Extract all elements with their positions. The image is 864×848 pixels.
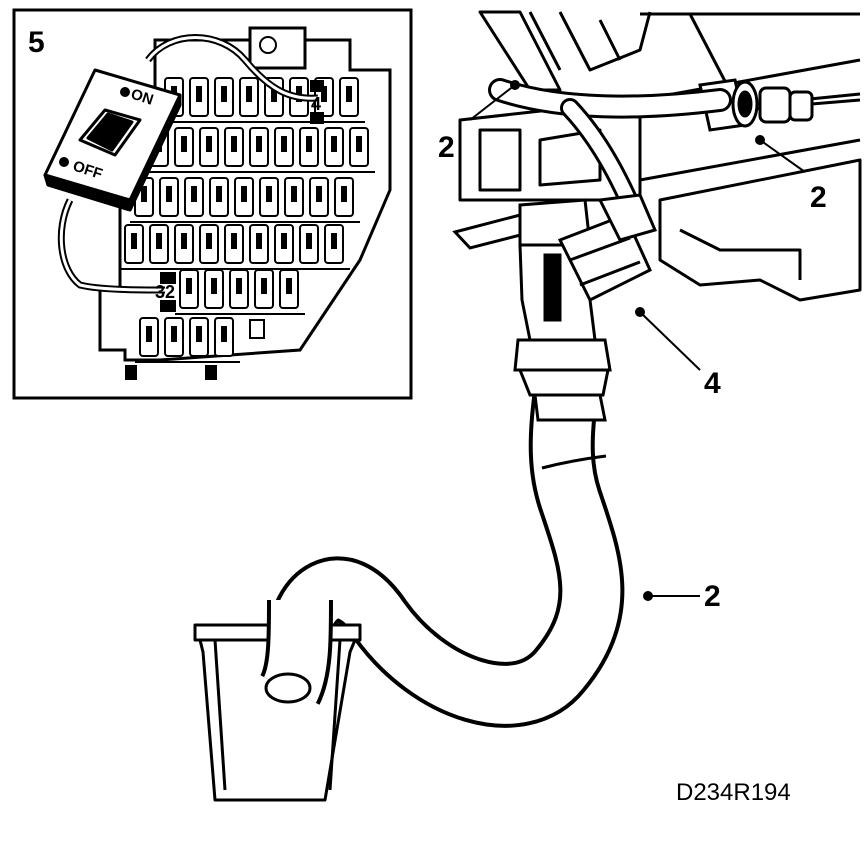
- fuse-blade: [211, 278, 217, 294]
- fuse-blade: [281, 136, 287, 152]
- fuse-blade: [186, 278, 192, 294]
- fuse-blade: [181, 136, 187, 152]
- fuse-blade: [341, 186, 347, 202]
- fuse-blade: [206, 233, 212, 249]
- callout-connector: 4: [704, 367, 721, 400]
- fuse-blade: [206, 136, 212, 152]
- fuse-blade: [181, 233, 187, 249]
- fuse-blade: [346, 86, 352, 102]
- fuse-blade: [306, 136, 312, 152]
- electrical-connector: [557, 193, 658, 303]
- fuse-blade: [166, 186, 172, 202]
- fuse-blade: [191, 186, 197, 202]
- drawing-code: D234R194: [676, 779, 791, 806]
- fuse-blade: [286, 278, 292, 294]
- fuse-blade: [316, 186, 322, 202]
- fuse-blade: [216, 186, 222, 202]
- callout-hose-upper-left: 2: [438, 131, 455, 164]
- fuse-blade: [156, 233, 162, 249]
- fuse-blade: [331, 136, 337, 152]
- callout-hose-lower: 2: [704, 580, 721, 613]
- fuse-blade: [196, 326, 202, 342]
- fuse-label-4: 4: [311, 94, 321, 114]
- fuse-blade: [271, 86, 277, 102]
- fuse-blade: [221, 86, 227, 102]
- fuse-blade: [331, 233, 337, 249]
- switch-on-label: ON: [129, 86, 156, 109]
- rocker-switch: [43, 68, 182, 212]
- fuse-blade: [281, 233, 287, 249]
- fuse-grid: [120, 77, 375, 363]
- fuse-blade: [321, 86, 327, 102]
- fuse-blade: [146, 326, 152, 342]
- fuse-blade: [196, 86, 202, 102]
- fuse-blade: [241, 186, 247, 202]
- fuse-blade: [266, 186, 272, 202]
- fuse-blade: [231, 136, 237, 152]
- fuse-label-32: 32: [155, 282, 175, 302]
- inset-number: 5: [28, 26, 45, 59]
- fuse-blade: [256, 136, 262, 152]
- hose-end-over-bucket: [259, 599, 333, 705]
- fuse-blade: [246, 86, 252, 102]
- callout-leaders: [469, 80, 806, 601]
- fuse-blade: [236, 278, 242, 294]
- fuse-blade: [261, 278, 267, 294]
- fuse-blade: [221, 326, 227, 342]
- fuse-blade: [291, 186, 297, 202]
- callout-hose-upper-right: 2: [810, 181, 827, 214]
- fuse-blade: [356, 136, 362, 152]
- fuse-blade: [231, 233, 237, 249]
- fuse-blade: [306, 233, 312, 249]
- inset-panel: ON OFF 5 4 32: [12, 8, 413, 400]
- fuse-blade: [131, 233, 137, 249]
- fuse-blade: [171, 326, 177, 342]
- fuse-blade: [141, 186, 147, 202]
- fuse-blade: [256, 233, 262, 249]
